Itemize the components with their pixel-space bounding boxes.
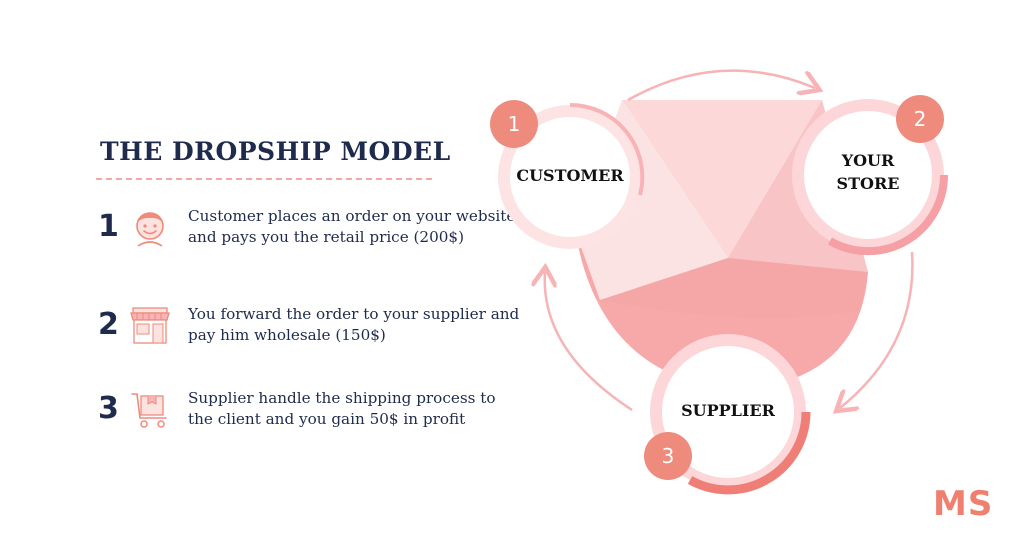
step-number: 2 <box>98 307 119 342</box>
arrow-store-to-supplier <box>840 251 914 408</box>
customer-node: CUSTOMER <box>498 102 645 249</box>
step-description: Customer places an order on your website… <box>188 207 516 246</box>
step-description: You forward the order to your supplier a… <box>188 305 520 344</box>
badge-number: 3 <box>662 444 675 468</box>
customer-badge: 1 <box>490 100 538 148</box>
delivery-cart-icon <box>128 390 172 430</box>
your-store-label-line-1: YOUR <box>841 151 895 170</box>
your-store-label-line-2: STORE <box>837 174 900 193</box>
step-2: 2 You forward the order to your supplier… <box>98 305 528 368</box>
step-number: 3 <box>98 391 119 426</box>
storefront-icon <box>128 306 172 346</box>
step-number: 1 <box>98 209 119 244</box>
arrow-customer-to-store <box>627 69 815 102</box>
step-description: Supplier handle the shipping process to … <box>188 389 496 428</box>
step-1: 1 Customer places an order on your websi… <box>98 207 528 270</box>
customer-node-label: CUSTOMER <box>516 166 624 185</box>
customer-face-icon <box>128 208 172 248</box>
badge-number: 2 <box>914 107 927 131</box>
page-title: THE DROPSHIP MODEL <box>100 137 451 166</box>
supplier-node-label: SUPPLIER <box>681 401 776 420</box>
your-store-node: YOUR STORE <box>792 99 949 256</box>
step-3: 3 Supplier handle the shipping process t… <box>98 389 528 452</box>
arrow-supplier-to-customer <box>545 272 633 412</box>
supplier-badge: 3 <box>644 432 692 480</box>
badge-number: 1 <box>508 112 521 136</box>
your-store-badge: 2 <box>896 95 944 143</box>
ms-logo: MS <box>933 484 994 524</box>
dropship-cycle-diagram: CUSTOMER 1 YOUR STORE 2 SUPPLIER 3 <box>490 69 949 495</box>
title-divider <box>96 178 432 180</box>
